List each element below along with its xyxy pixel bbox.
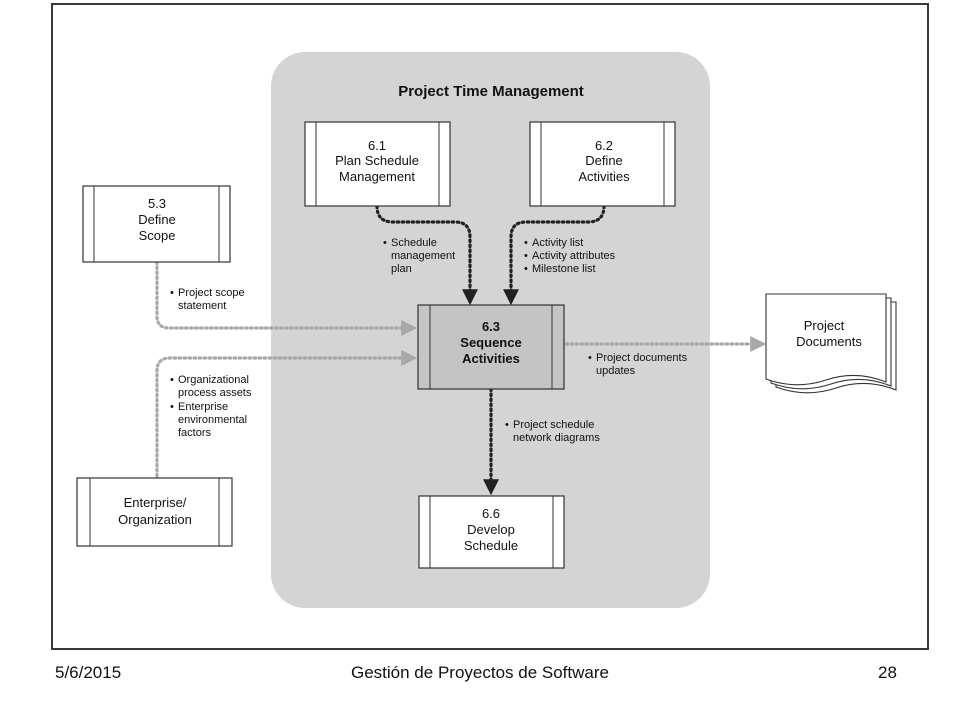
box-define-scope: 5.3 Define Scope: [82, 185, 231, 263]
box-enterprise-line-2: Organization: [118, 512, 192, 527]
label-line: Project scope: [178, 287, 245, 299]
label-activity: • Activity list • Activity attributes • …: [524, 237, 616, 275]
label-schedule-plan: • Schedule management plan: [383, 237, 455, 275]
label-network: • Project schedule network diagrams: [505, 419, 600, 444]
box-plan-schedule: 6.1 Plan Schedule Management: [304, 121, 451, 207]
label-line: process assets: [178, 387, 252, 399]
box-develop-schedule-number: 6.6: [482, 506, 500, 521]
box-plan-schedule-line-2: Management: [339, 169, 415, 184]
group-title: Project Time Management: [398, 83, 584, 100]
label-line: factors: [178, 427, 212, 439]
box-plan-schedule-number: 6.1: [368, 138, 386, 153]
box-develop-schedule-line-1: Develop: [467, 522, 515, 537]
label-scope: • Project scope statement: [170, 287, 245, 312]
label-line: environmental: [178, 414, 247, 426]
label-line: updates: [596, 365, 636, 377]
box-define-scope-number: 5.3: [148, 196, 166, 211]
box-plan-schedule-line-1: Plan Schedule: [335, 153, 419, 168]
label-line: Milestone list: [532, 263, 596, 275]
slide-frame: [51, 3, 929, 650]
label-bullet: •: [505, 419, 509, 431]
documents-line-2: Documents: [796, 334, 862, 349]
flow-schedule-plan: [375, 204, 478, 306]
box-develop-schedule-line-2: Schedule: [464, 538, 518, 553]
project-documents: Project Documents: [765, 293, 897, 394]
footer-title: Gestión de Proyectos de Software: [351, 663, 609, 682]
label-bullet: •: [524, 250, 528, 262]
box-define-activities: 6.2 Define Activities: [529, 121, 676, 207]
flow-activity: [503, 204, 606, 306]
label-bullet: •: [170, 287, 174, 299]
label-bullet: •: [170, 374, 174, 386]
box-define-activities-line-1: Define: [585, 153, 623, 168]
label-line: plan: [391, 263, 412, 275]
label-line: management: [391, 250, 455, 262]
label-line: statement: [178, 300, 226, 312]
box-sequence-activities-line-1: Sequence: [460, 335, 521, 350]
label-bullet: •: [524, 263, 528, 275]
footer-date: 5/6/2015: [55, 663, 122, 682]
documents-line-1: Project: [804, 318, 845, 333]
box-sequence-activities-number: 6.3: [482, 319, 500, 334]
label-bullet: •: [588, 352, 592, 364]
process-diagram: Project Time Management 6.1 Plan Schedul…: [76, 52, 897, 608]
box-define-scope-line-1: Define: [138, 212, 176, 227]
label-org: • Organizational process assets • Enterp…: [170, 374, 252, 439]
label-line: Activity list: [532, 237, 583, 249]
box-enterprise-line-1: Enterprise/: [124, 495, 187, 510]
label-bullet: •: [524, 237, 528, 249]
label-line: Schedule: [391, 237, 437, 249]
label-line: Project documents: [596, 352, 688, 364]
flow-scope: [155, 260, 418, 336]
label-line: Project schedule: [513, 419, 594, 431]
label-line: Organizational: [178, 374, 249, 386]
label-doc-updates: • Project documents updates: [588, 352, 688, 377]
label-line: Enterprise: [178, 401, 228, 413]
flow-org: [155, 350, 418, 478]
box-define-scope-line-2: Scope: [139, 228, 176, 243]
label-bullet: •: [170, 401, 174, 413]
footer-page-number: 28: [878, 663, 897, 682]
box-develop-schedule: 6.6 Develop Schedule: [418, 495, 565, 569]
label-bullet: •: [383, 237, 387, 249]
label-line: Activity attributes: [532, 250, 616, 262]
box-define-activities-line-2: Activities: [578, 169, 630, 184]
box-sequence-activities: 6.3 Sequence Activities: [417, 304, 565, 390]
label-line: network diagrams: [513, 432, 600, 444]
box-sequence-activities-line-2: Activities: [462, 351, 520, 366]
box-enterprise: Enterprise/ Organization: [76, 477, 233, 547]
box-define-activities-number: 6.2: [595, 138, 613, 153]
